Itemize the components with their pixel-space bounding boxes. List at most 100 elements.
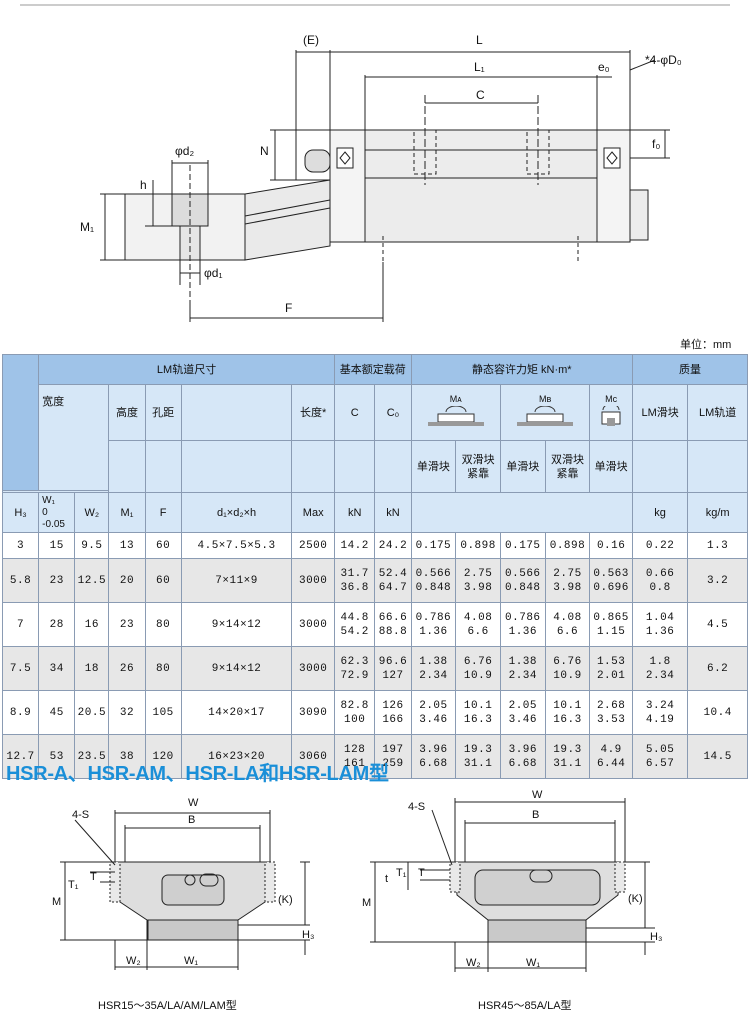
sym-W2: W₂ <box>74 492 110 533</box>
cell-F: 80 <box>144 602 182 647</box>
br-label-t: t <box>385 873 388 885</box>
cell-max: 3000 <box>291 558 335 603</box>
cell-W1: 45 <box>38 690 76 735</box>
cell-M1: 20 <box>108 558 146 603</box>
bottom-right-drawing: W B 4-S t T₁ T M (K) H₃ W₂ W₁ <box>362 790 662 972</box>
cell-H3: 3 <box>1 532 40 559</box>
cell-F: 60 <box>144 532 182 559</box>
cell-MA1: 0.175 <box>410 532 457 559</box>
caption-right: HSR45～85A/LA型 <box>478 1000 572 1012</box>
MA-label: Mᴀ <box>449 393 462 404</box>
caption-left: HSR15～35A/LA/AM/LAM型 <box>98 1000 237 1012</box>
br-label-K: (K) <box>628 893 643 905</box>
cell-holes: 7×11×9 <box>180 558 293 603</box>
cell-holes: 16×23×20 <box>180 734 293 779</box>
label-L: L <box>476 33 483 47</box>
br-label-T1: T₁ <box>396 867 407 879</box>
br-label-B: B <box>532 809 539 821</box>
cell-M1: 32 <box>108 690 146 735</box>
cell-W1: 28 <box>38 602 76 647</box>
header-blank-holes <box>180 440 293 493</box>
cell-kgm: 1.3 <box>687 532 748 559</box>
cell-MB2: 0.898 <box>544 532 591 559</box>
header-blank-kgm <box>687 440 748 493</box>
br-label-T: T <box>418 867 425 879</box>
cell-max: 3000 <box>291 646 335 691</box>
cell-max: 2500 <box>291 532 335 559</box>
br-label-W2: W₂ <box>466 957 481 969</box>
header-blank-kg <box>631 440 689 493</box>
header-blank-len <box>291 440 335 493</box>
MB-label: Mʙ <box>539 393 552 404</box>
br-label-H3: H₃ <box>650 931 662 943</box>
unit-label: 单位：mm <box>680 339 732 351</box>
sym-kN1: kN <box>333 492 376 533</box>
cell-W1: 23 <box>38 558 76 603</box>
cell-W1: 53 <box>38 734 76 779</box>
header-C0: C₀ <box>374 384 412 441</box>
br-label-W: W <box>532 790 543 801</box>
sym-M1: M₁ <box>108 492 146 533</box>
header-moment: 静态容许力矩 kN·m* <box>410 354 633 385</box>
cell-M1: 13 <box>108 532 146 559</box>
MC-label: Mᴄ <box>605 393 618 404</box>
bl-label-M: M <box>52 896 61 908</box>
header-MB-single: 单滑块 <box>499 440 546 493</box>
cell-kg: 0.22 <box>631 532 689 559</box>
header-MA-single: 单滑块 <box>410 440 457 493</box>
bl-label-H3: H₃ <box>302 929 314 941</box>
header-MC: Mᴄ <box>589 384 633 441</box>
cell-W2: 18 <box>74 646 110 691</box>
cell-W2: 12.5 <box>74 558 110 603</box>
bl-label-W1: W₁ <box>184 955 198 967</box>
cell-kgm: 14.5 <box>687 734 748 779</box>
br-label-W1: W₁ <box>526 957 540 969</box>
header-load: 基本额定载荷 <box>333 354 412 385</box>
label-D0: *4-φD₀ <box>645 53 682 67</box>
br-label-S: 4-S <box>408 801 425 813</box>
sym-max: Max <box>291 492 335 533</box>
bl-label-S: 4-S <box>72 809 89 821</box>
header-pitch: 孔距 <box>144 384 182 441</box>
bl-label-B: B <box>188 814 195 826</box>
header-C: C <box>333 384 376 441</box>
cell-MA2: 0.898 <box>455 532 501 559</box>
header-MC-single: 单滑块 <box>589 440 633 493</box>
cell-MC: 0.16 <box>589 532 633 559</box>
header-length: 长度* <box>291 384 335 441</box>
header-MB-double: 双滑块紧靠 <box>544 440 591 493</box>
cell-W2: 9.5 <box>74 532 110 559</box>
label-f0: f₀ <box>652 137 660 151</box>
cell-C0: 24.2 <box>374 532 412 559</box>
header-holes-blank <box>180 384 293 441</box>
label-N: N <box>260 144 269 158</box>
header-blank-C0 <box>374 440 412 493</box>
